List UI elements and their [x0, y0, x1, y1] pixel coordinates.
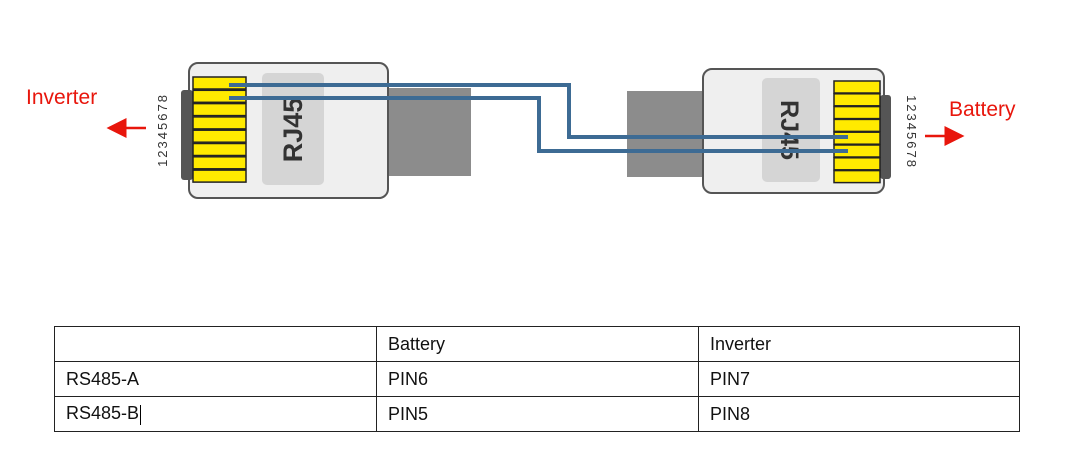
- left-pin-contact: [192, 142, 247, 157]
- text-cursor: [140, 404, 142, 425]
- left-pin-contact: [192, 156, 247, 170]
- right-connector-tab: [880, 95, 891, 179]
- right-connector-cable: [627, 91, 707, 177]
- right-connector-pins: [833, 80, 881, 184]
- right-pin-contact: [833, 157, 881, 171]
- table-header-cell: [54, 326, 377, 362]
- right-pin-contact: [833, 93, 881, 107]
- left-connector-text: RJ45: [278, 98, 308, 163]
- right-pin-numbers: 12345678: [904, 95, 919, 169]
- left-pin-contact: [192, 129, 247, 143]
- left-pin-contact: [192, 116, 247, 130]
- table-cell: PIN6: [376, 361, 699, 397]
- table-row: RS485-A PIN6 PIN7: [54, 361, 1020, 397]
- left-pin-numbers: 12345678: [155, 93, 170, 167]
- right-rj45-connector: RJ45 12345678: [627, 68, 919, 194]
- table-header-cell: Inverter: [698, 326, 1020, 362]
- right-pin-contact: [833, 105, 881, 120]
- table-header-cell: Battery: [376, 326, 699, 362]
- table-cell: PIN7: [698, 361, 1020, 397]
- left-connector-label-panel: [262, 73, 324, 185]
- rj45-wiring-diagram: RJ45 12345678 RJ45 12345678: [106, 62, 965, 199]
- left-pin-contact: [192, 102, 247, 117]
- right-pin-contact: [833, 118, 881, 133]
- table-cell[interactable]: RS485-B: [54, 396, 377, 432]
- left-connector-tab: [181, 90, 193, 180]
- left-pin-contact: [192, 169, 247, 183]
- right-pin-contact: [833, 80, 881, 94]
- wire-rs485-a: [229, 83, 848, 139]
- table-row: RS485-B PIN5 PIN8: [54, 396, 1020, 432]
- left-connector-cable: [385, 88, 471, 176]
- left-connector-pins: [192, 76, 247, 183]
- wire-rs485-b: [229, 96, 848, 153]
- table-cell-text: RS485-B: [66, 403, 140, 424]
- table-cell: PIN5: [376, 396, 699, 432]
- right-pin-contact: [833, 169, 881, 184]
- pin-mapping-table: Battery Inverter RS485-A PIN6 PIN7 RS485…: [54, 326, 1020, 432]
- right-connector-label-panel: [762, 78, 820, 182]
- inverter-label: Inverter: [26, 86, 98, 109]
- table-header-row: Battery Inverter: [54, 326, 1020, 362]
- battery-label: Battery: [949, 98, 1016, 121]
- table-cell: RS485-A: [54, 361, 377, 397]
- table-cell: PIN8: [698, 396, 1020, 432]
